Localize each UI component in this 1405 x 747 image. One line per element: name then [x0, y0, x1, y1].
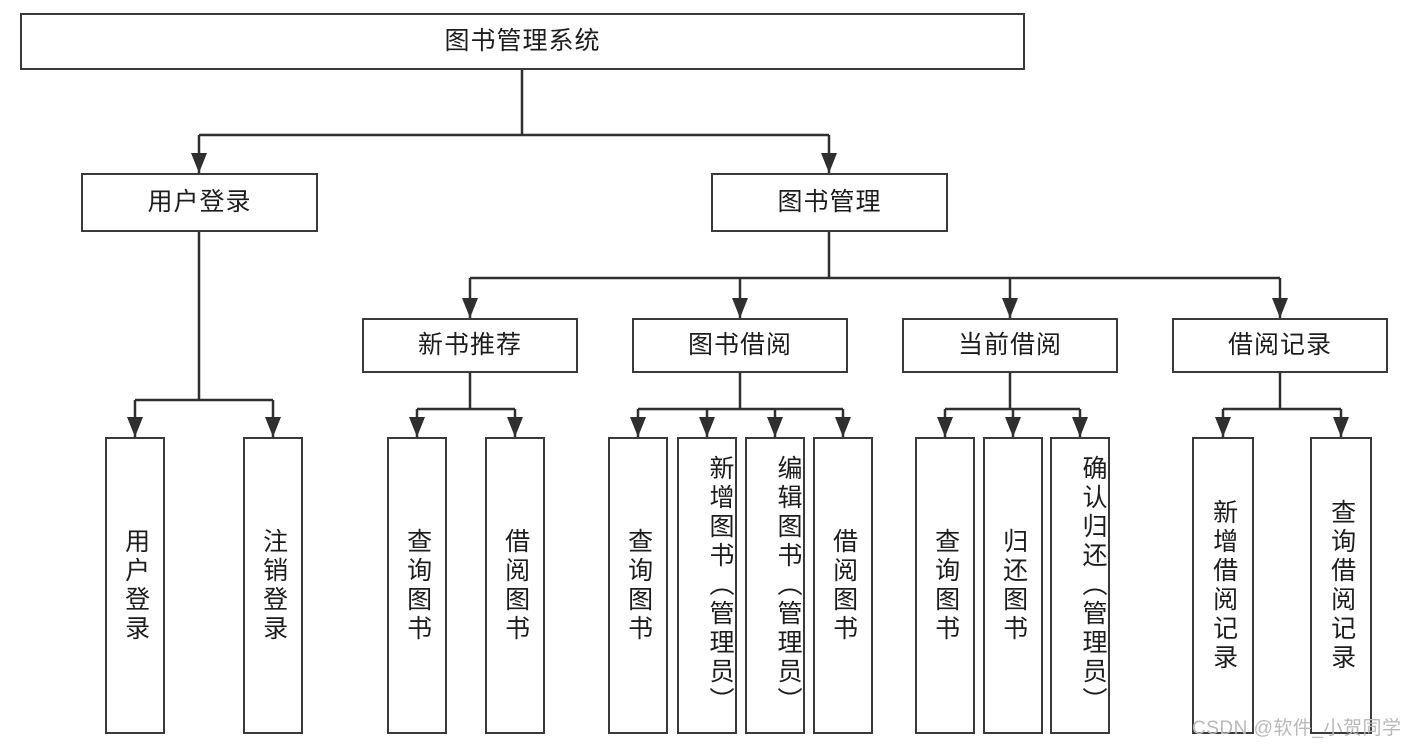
- arrowhead-icon: [937, 417, 953, 437]
- node-label: 新增借阅记录: [1209, 498, 1238, 673]
- arrowhead-icon: [699, 417, 715, 437]
- node-leaf-logout[interactable]: 注销登录: [243, 437, 303, 734]
- node-leaf-query-book-3[interactable]: 查询图书: [915, 437, 975, 734]
- node-label: 新增图书（管理员）: [706, 455, 734, 716]
- arrowhead-icon: [462, 298, 478, 318]
- node-new-book-recommend[interactable]: 新书推荐: [362, 318, 578, 373]
- arrowhead-icon: [732, 298, 748, 318]
- arrowhead-icon: [1005, 417, 1021, 437]
- node-label: 编辑图书（管理员）: [774, 455, 802, 716]
- node-leaf-user-login[interactable]: 用户登录: [105, 437, 165, 734]
- node-current-borrow[interactable]: 当前借阅: [902, 318, 1118, 373]
- node-leaf-confirm-return-admin[interactable]: 确认归还（管理员）: [1050, 437, 1110, 734]
- node-book-borrow[interactable]: 图书借阅: [632, 318, 848, 373]
- arrowhead-icon: [1272, 298, 1288, 318]
- node-leaf-query-borrow-record[interactable]: 查询借阅记录: [1310, 437, 1372, 734]
- node-borrow-record[interactable]: 借阅记录: [1172, 318, 1388, 373]
- node-label: 用户登录: [147, 187, 252, 216]
- node-label: 用户登录: [121, 527, 150, 644]
- node-label: 确认归还（管理员）: [1079, 455, 1107, 716]
- arrowhead-icon: [191, 153, 207, 173]
- node-label: 借阅图书: [501, 527, 530, 644]
- arrowhead-icon: [821, 153, 837, 173]
- arrowhead-icon: [835, 417, 851, 437]
- arrowhead-icon: [1333, 417, 1349, 437]
- node-label: 查询图书: [403, 527, 432, 644]
- node-label: 查询图书: [624, 527, 653, 644]
- node-leaf-edit-book-admin[interactable]: 编辑图书（管理员）: [745, 437, 805, 734]
- node-book-management[interactable]: 图书管理: [711, 173, 948, 232]
- node-label: 当前借阅: [957, 330, 1062, 359]
- node-label: 查询图书: [931, 527, 960, 644]
- node-leaf-add-book-admin[interactable]: 新增图书（管理员）: [677, 437, 737, 734]
- node-leaf-borrow-book-2[interactable]: 借阅图书: [813, 437, 873, 734]
- arrowhead-icon: [767, 417, 783, 437]
- node-label: 图书管理: [777, 187, 882, 216]
- node-leaf-query-book-1[interactable]: 查询图书: [387, 437, 447, 734]
- arrowhead-icon: [1002, 298, 1018, 318]
- node-label: 图书借阅: [687, 330, 792, 359]
- node-leaf-query-book-2[interactable]: 查询图书: [608, 437, 668, 734]
- node-root-system[interactable]: 图书管理系统: [20, 13, 1025, 70]
- node-label: 查询借阅记录: [1327, 498, 1356, 673]
- node-user-login[interactable]: 用户登录: [81, 173, 318, 232]
- arrowhead-icon: [265, 417, 281, 437]
- arrowhead-icon: [1215, 417, 1231, 437]
- node-label: 注销登录: [259, 527, 288, 644]
- node-label: 归还图书: [999, 527, 1028, 644]
- node-leaf-add-borrow-record[interactable]: 新增借阅记录: [1192, 437, 1254, 734]
- arrowhead-icon: [409, 417, 425, 437]
- node-label: 借阅图书: [829, 527, 858, 644]
- node-leaf-borrow-book-1[interactable]: 借阅图书: [485, 437, 545, 734]
- node-label: 新书推荐: [417, 330, 522, 359]
- node-leaf-return-book[interactable]: 归还图书: [983, 437, 1043, 734]
- arrowhead-icon: [1072, 417, 1088, 437]
- watermark-label: CSDN @软件_小贺同学: [1192, 718, 1402, 739]
- node-label: 图书管理系统: [444, 26, 601, 55]
- arrowhead-icon: [630, 417, 646, 437]
- node-label: 借阅记录: [1227, 330, 1332, 359]
- arrowhead-icon: [127, 417, 143, 437]
- arrowhead-icon: [507, 417, 523, 437]
